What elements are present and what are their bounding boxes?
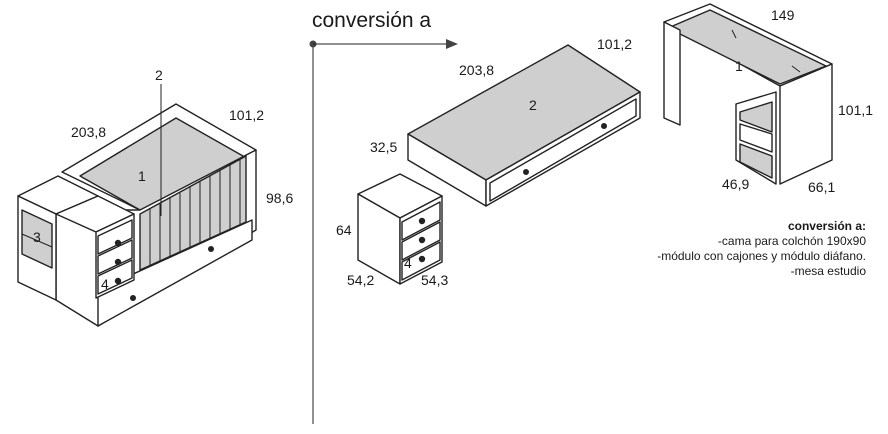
legend-item: -módulo con cajones y módulo diáfano.: [657, 249, 866, 263]
conversion-arrow: [309, 39, 458, 424]
crib-width-label: 203,8: [71, 124, 106, 140]
crib-bars: [149, 160, 241, 266]
legend-item: -mesa estudio: [790, 264, 866, 278]
crib-part-1: 1: [138, 168, 146, 184]
drawer-width-label: 54,2: [347, 272, 374, 288]
bed-height-label: 32,5: [370, 139, 397, 155]
desk-part-1: 1: [735, 58, 743, 74]
bed-part-2: 2: [529, 97, 537, 113]
diagram-title: conversión a: [312, 9, 431, 32]
crib-part-4: 4: [101, 276, 109, 292]
bed-depth-label: 101,2: [597, 36, 632, 52]
crib-height-label: 98,6: [266, 190, 293, 206]
drawer-depth-label: 54,3: [421, 272, 448, 288]
crib-depth-label: 101,2: [229, 107, 264, 123]
crib-part-3: 3: [33, 229, 41, 245]
bed-width-label: 203,8: [459, 62, 494, 78]
drawer-unit-drawing: [357, 173, 443, 285]
drawer-part-4: 4: [404, 255, 412, 271]
conversion-legend: conversión a: -cama para colchón 190x90 …: [657, 219, 866, 279]
drawer-height-label: 64: [336, 222, 352, 238]
legend-title: conversión a:: [787, 219, 866, 233]
crib-part-2: 2: [155, 67, 163, 83]
desk-drawing: [663, 3, 833, 185]
desk-module-label: 46,9: [722, 176, 749, 192]
desk-width-label: 149: [771, 7, 795, 23]
legend-item: -cama para colchón 190x90: [717, 234, 866, 248]
desk-depth-label: 66,1: [808, 179, 835, 195]
bed-drawing: [407, 44, 641, 207]
crib-unit-drawing: [17, 84, 257, 327]
desk-height-label: 101,1: [838, 102, 873, 118]
